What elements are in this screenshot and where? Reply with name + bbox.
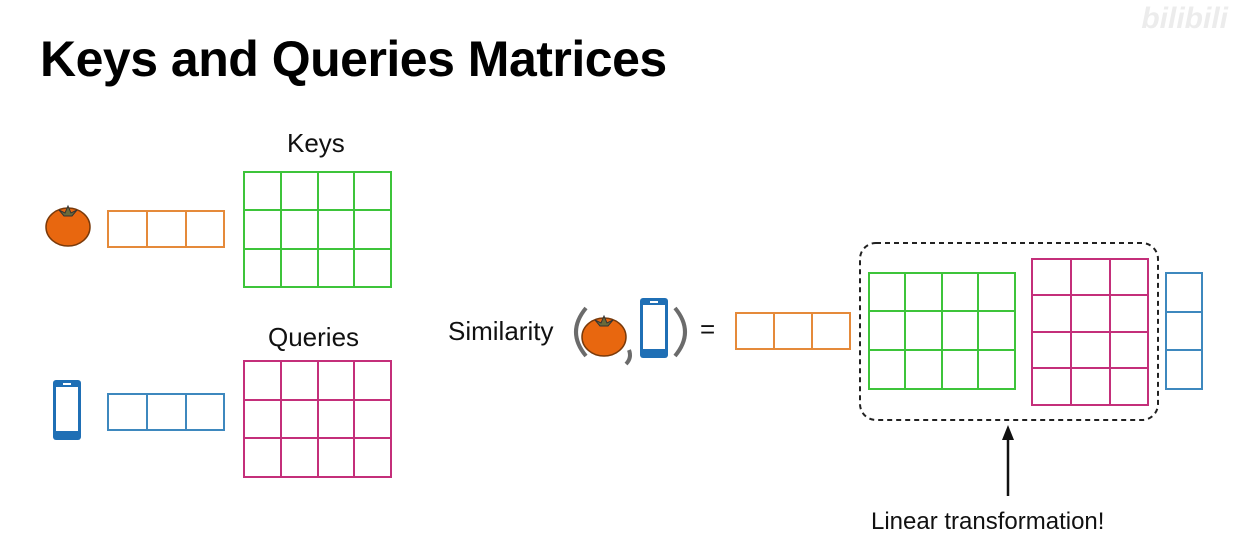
tomato-vector <box>107 210 225 248</box>
linear-transformation-label: Linear transformation! <box>871 508 1105 535</box>
similarity-tomato-vector <box>735 312 851 350</box>
similarity-keys-matrix <box>868 272 1016 390</box>
similarity-phone-icon <box>640 298 668 358</box>
watermark: bilibili <box>1141 2 1228 35</box>
similarity-tomato-icon <box>581 315 627 357</box>
comma <box>624 349 632 366</box>
queries-label: Queries <box>268 322 360 352</box>
phone-icon <box>53 380 81 440</box>
keys-matrix <box>243 171 392 288</box>
close-paren <box>673 306 687 358</box>
similarity-phone-vector <box>1165 272 1203 390</box>
linear-transformation-box <box>859 242 1159 421</box>
tomato-icon <box>45 205 91 247</box>
similarity-label: Similarity <box>448 316 554 346</box>
queries-matrix <box>243 360 392 478</box>
open-paren <box>574 306 588 358</box>
equals-sign: = <box>700 314 716 344</box>
phone-vector <box>107 393 225 431</box>
similarity-queries-matrix <box>1031 258 1149 406</box>
keys-label: Keys <box>287 128 345 158</box>
up-arrow <box>1002 425 1014 496</box>
page-title: Keys and Queries Matrices <box>40 31 667 87</box>
